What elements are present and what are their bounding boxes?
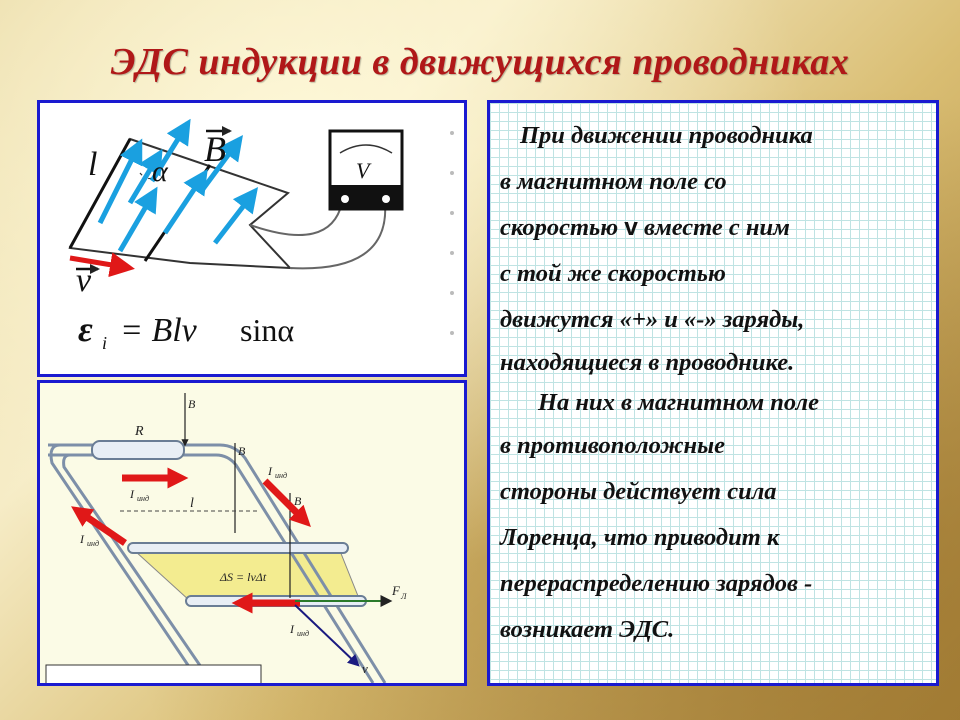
- label-I-1: I: [129, 487, 135, 501]
- label-dS: ΔS = lvΔt: [219, 570, 267, 584]
- text-line: в противоположные: [500, 432, 726, 459]
- caption-box: [45, 664, 262, 683]
- explanation-text: При движении проводника в магнитном поле…: [500, 113, 930, 653]
- text-fragment: скоростью: [500, 214, 625, 241]
- text-fragment: вместе с ним: [637, 214, 790, 241]
- slide-title: ЭДС индукции в движущихся проводниках: [110, 41, 850, 83]
- rod-upper: [127, 542, 349, 554]
- velocity-arrow: [69, 252, 135, 278]
- text-line: в магнитном поле со: [500, 168, 727, 195]
- current-arrow-right: [262, 478, 311, 527]
- field-arrow: [213, 187, 259, 245]
- field-arrow: [127, 148, 163, 205]
- label-I-3-sub: инд: [275, 471, 287, 480]
- label-R: R: [134, 424, 144, 439]
- label-l: l: [190, 496, 194, 511]
- label-B-1: B: [188, 397, 196, 411]
- label-I-3: I: [267, 464, 273, 478]
- field-arrow: [162, 168, 208, 235]
- text-line: стороны действует сила: [500, 478, 777, 505]
- rail-diagram: R B B B l I инд I инд I инд I инд ΔS = l…: [45, 393, 407, 683]
- text-line: с той же скоростью: [500, 260, 726, 287]
- rails: [48, 443, 387, 683]
- label-F: F: [391, 583, 401, 598]
- current-arrows: [71, 467, 311, 614]
- text-line: На них в магнитном поле: [538, 389, 820, 416]
- label-I-4-sub: инд: [297, 629, 309, 638]
- label-alpha: α: [152, 155, 169, 188]
- top-figure-panel: V l B α v ε i = Blv sinα: [37, 100, 467, 377]
- magnetic-field-arrows: [97, 118, 259, 253]
- label-I-1-sub: инд: [137, 494, 149, 503]
- voltmeter-terminal-left: [341, 195, 349, 203]
- conductor-diagram: V l B α v ε i = Blv sinα: [68, 118, 454, 353]
- text-line: скоростью v вместе с ним: [500, 205, 930, 251]
- voltmeter-base: [330, 185, 402, 209]
- voltmeter-terminal-right: [382, 195, 390, 203]
- current-arrow-left: [71, 506, 127, 546]
- label-B-3: B: [294, 494, 302, 508]
- label-F-sub: Л: [400, 592, 407, 601]
- label-l: l: [88, 146, 97, 183]
- formula-eq: = Blv: [120, 312, 198, 349]
- text-line: перераспределению зарядов -: [500, 570, 813, 597]
- label-v: v: [362, 661, 368, 676]
- label-v: v: [76, 262, 92, 299]
- text-panel: При движении проводника в магнитном поле…: [487, 100, 939, 686]
- text-line: возникает ЭДС.: [500, 616, 675, 643]
- formula-sub: i: [102, 333, 107, 353]
- field-arrow: [117, 186, 158, 253]
- resistor: [91, 440, 185, 460]
- label-B-2: B: [238, 444, 246, 458]
- wire-left: [249, 202, 343, 236]
- text-line: находящиеся в проводнике.: [500, 349, 795, 376]
- label-I-2-sub: инд: [87, 539, 99, 548]
- voltmeter-scale: [339, 144, 393, 154]
- wire-right: [289, 202, 387, 270]
- label-B: B: [204, 129, 226, 169]
- field-arrow: [97, 138, 143, 225]
- voltmeter-label: V: [356, 158, 372, 183]
- velocity-arrow: [294, 604, 360, 667]
- formula-sin: sinα: [240, 312, 294, 348]
- velocity-symbol: v: [624, 214, 638, 241]
- label-I-2: I: [79, 532, 85, 546]
- field-arrow: [197, 134, 243, 195]
- edge-dots: [450, 131, 454, 335]
- label-I-4: I: [289, 622, 295, 636]
- text-line: движутся «+» и «-» заряды,: [500, 306, 805, 333]
- bottom-figure-panel: R B B B l I инд I инд I инд I инд ΔS = l…: [37, 380, 467, 686]
- rail-outline: [68, 137, 293, 270]
- formula-eps: ε: [78, 309, 93, 349]
- conductor-rod-left: [68, 138, 132, 249]
- text-line: Лоренца, что приводит к: [500, 524, 780, 551]
- text-line: При движении проводника: [520, 122, 813, 149]
